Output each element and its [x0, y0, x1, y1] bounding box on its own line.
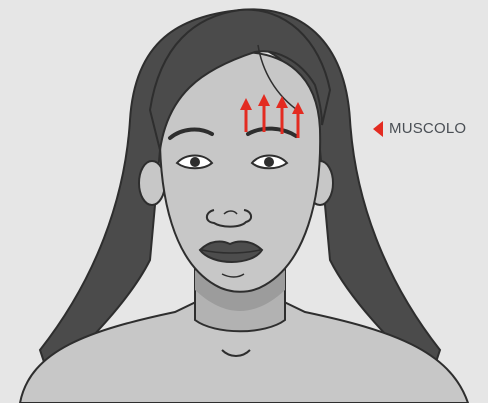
legend-label: MUSCOLO: [389, 120, 466, 137]
right-iris: [264, 157, 274, 167]
left-iris: [190, 157, 200, 167]
legend-marker-icon: [373, 121, 383, 137]
legend: MUSCOLO: [373, 120, 466, 137]
